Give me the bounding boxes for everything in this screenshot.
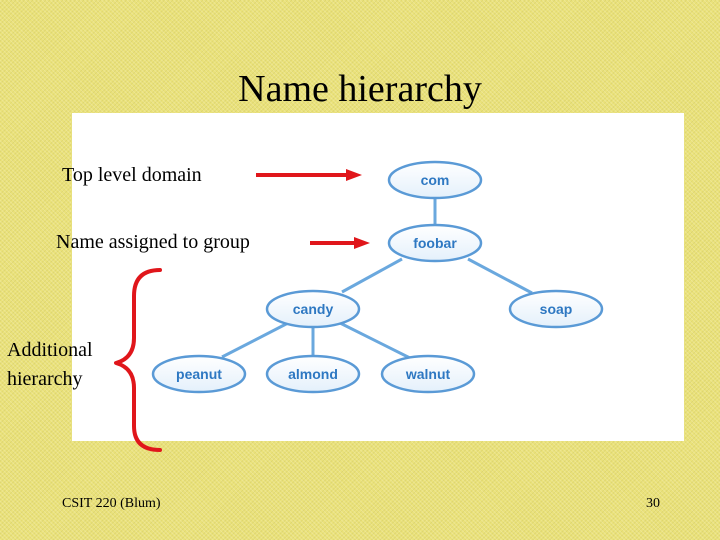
node-almond-label: almond — [288, 366, 338, 382]
label-name-assigned-to-group: Name assigned to group — [56, 231, 250, 253]
node-foobar-label: foobar — [413, 235, 457, 251]
node-candy-label: candy — [293, 301, 334, 317]
label-top-level-domain: Top level domain — [62, 164, 202, 186]
node-soap: soap — [508, 289, 604, 329]
node-com-label: com — [421, 172, 450, 188]
node-walnut: walnut — [380, 354, 476, 394]
edge-candy-peanut — [221, 320, 291, 359]
node-com: com — [387, 160, 483, 200]
slide-title: Name hierarchy — [238, 68, 482, 110]
node-foobar: foobar — [387, 223, 483, 263]
label-additional-line1: Additional — [7, 339, 93, 361]
curly-brace-icon — [114, 268, 162, 452]
arrow-name-assigned-icon — [310, 237, 370, 249]
tree-nodes: com foobar candy soap peanut almond waln… — [151, 160, 604, 394]
edge-foobar-candy — [341, 257, 403, 294]
edge-candy-walnut — [337, 320, 411, 360]
node-peanut-label: peanut — [176, 366, 222, 382]
node-almond: almond — [265, 354, 361, 394]
footer-course-label: CSIT 220 (Blum) — [62, 496, 161, 511]
tree-edges — [221, 198, 533, 360]
slide-number: 30 — [646, 496, 660, 511]
label-additional-line2: hierarchy — [7, 368, 83, 390]
node-soap-label: soap — [540, 301, 573, 317]
annotation-arrows — [256, 169, 370, 249]
arrow-top-level-icon — [256, 169, 362, 181]
node-walnut-label: walnut — [405, 366, 451, 382]
node-candy: candy — [265, 289, 361, 329]
edge-foobar-soap — [467, 257, 533, 295]
node-peanut: peanut — [151, 354, 247, 394]
